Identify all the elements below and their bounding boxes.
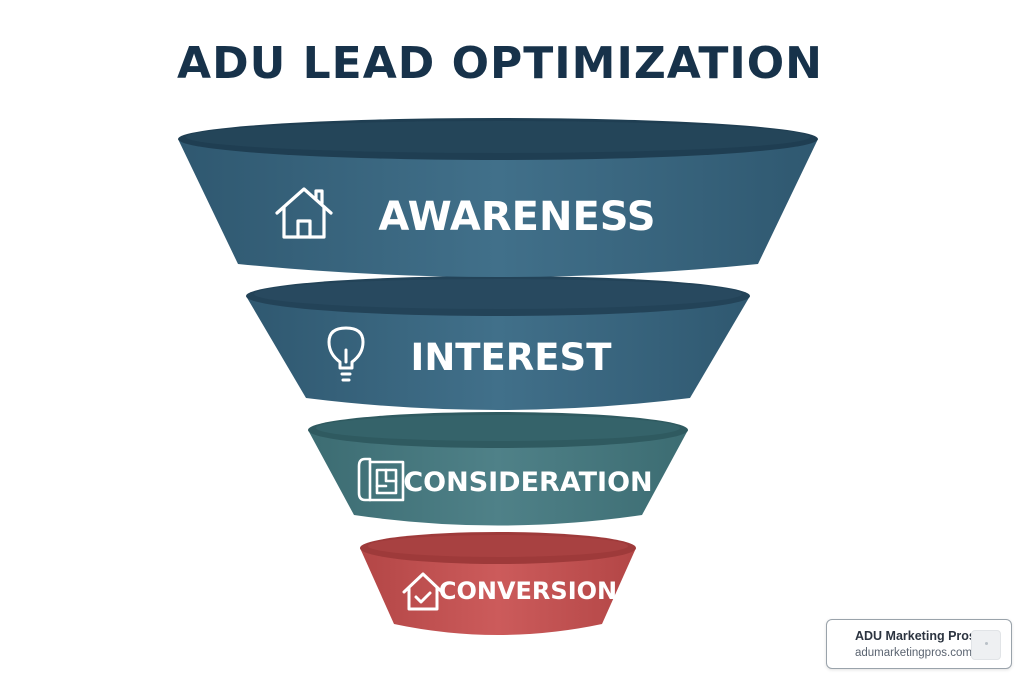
funnel-stage-consideration: CONSIDERATION	[308, 412, 688, 526]
funnel-stage-awareness: AWARENESS	[178, 118, 818, 277]
badge-url[interactable]: adumarketingpros.com	[855, 647, 972, 659]
house-icon	[275, 187, 333, 239]
badge-company-name: ADU Marketing Pros	[855, 629, 976, 643]
funnel-stage-interest: INTEREST	[246, 276, 750, 410]
blueprint-icon	[357, 457, 405, 502]
funnel-stage-conversion: CONVERSION	[360, 532, 636, 635]
stage-label-conversion: CONVERSION	[439, 577, 617, 605]
lightbulb-icon	[327, 326, 365, 382]
stage-label-consideration: CONSIDERATION	[403, 467, 652, 498]
house-check-icon	[402, 572, 444, 611]
diagram-title: ADU LEAD OPTIMIZATION	[177, 38, 823, 89]
badge-logo-icon	[971, 630, 1001, 660]
stage-label-interest: INTEREST	[411, 336, 613, 379]
stage-label-awareness: AWARENESS	[378, 194, 655, 240]
attribution-badge[interactable]: ADU Marketing Pros adumarketingpros.com	[826, 619, 1012, 669]
